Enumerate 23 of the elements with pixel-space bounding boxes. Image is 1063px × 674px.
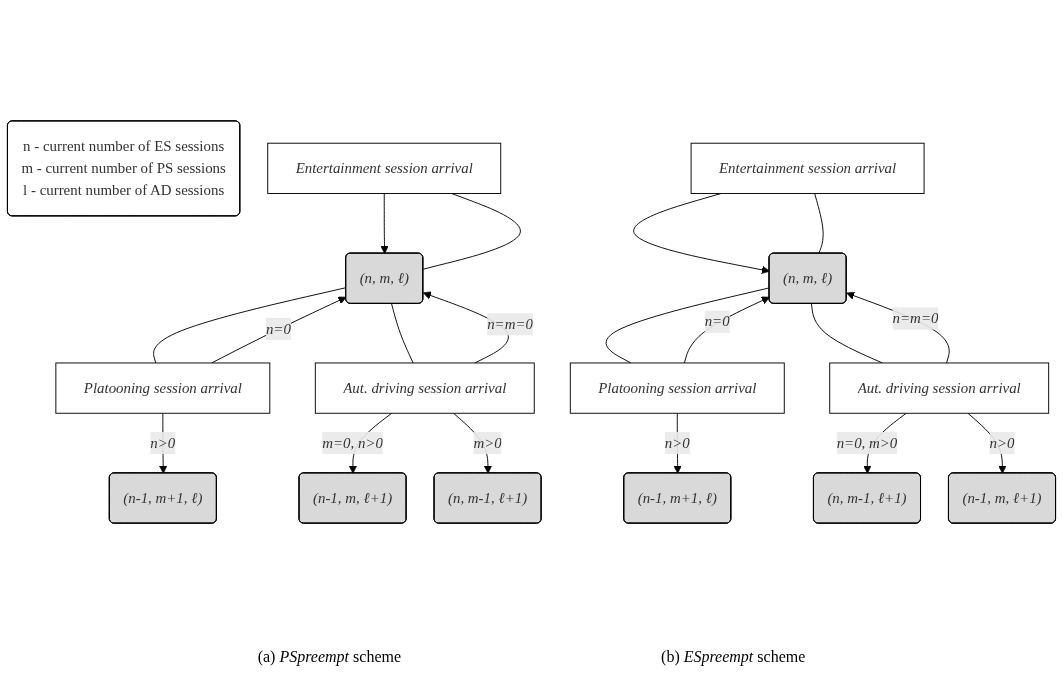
edge-label: m>0 [473,434,502,451]
node-box: Platooning session arrival [569,362,785,414]
caption: (a) PSpreempt scheme [257,648,402,666]
connector [605,287,770,364]
edge-label: n=m=0 [892,310,939,326]
node-box: Aut. driving session arrival [829,362,1050,414]
connector [153,287,347,364]
edge-label: m=0, n>0 [322,434,383,451]
edge-label: n=m=0 [487,315,533,332]
edge-label: n>0 [664,434,690,451]
caption: (b) ESpreempt scheme [661,648,806,666]
node-box: Entertainment session arrival [690,142,925,194]
edge-label: n>0 [989,434,1015,451]
connector [814,193,824,255]
edge-label: n>0 [150,434,176,451]
edge-label: n=0 [704,313,730,330]
connector [422,193,521,270]
node-box: Aut. driving session arrival [314,362,535,414]
edge-label: n=0 [265,320,291,337]
edge-label: n=0, m>0 [836,434,898,451]
connector [391,303,414,364]
node-box: Platooning session arrival [55,362,271,414]
node-box: Entertainment session arrival [267,142,502,194]
